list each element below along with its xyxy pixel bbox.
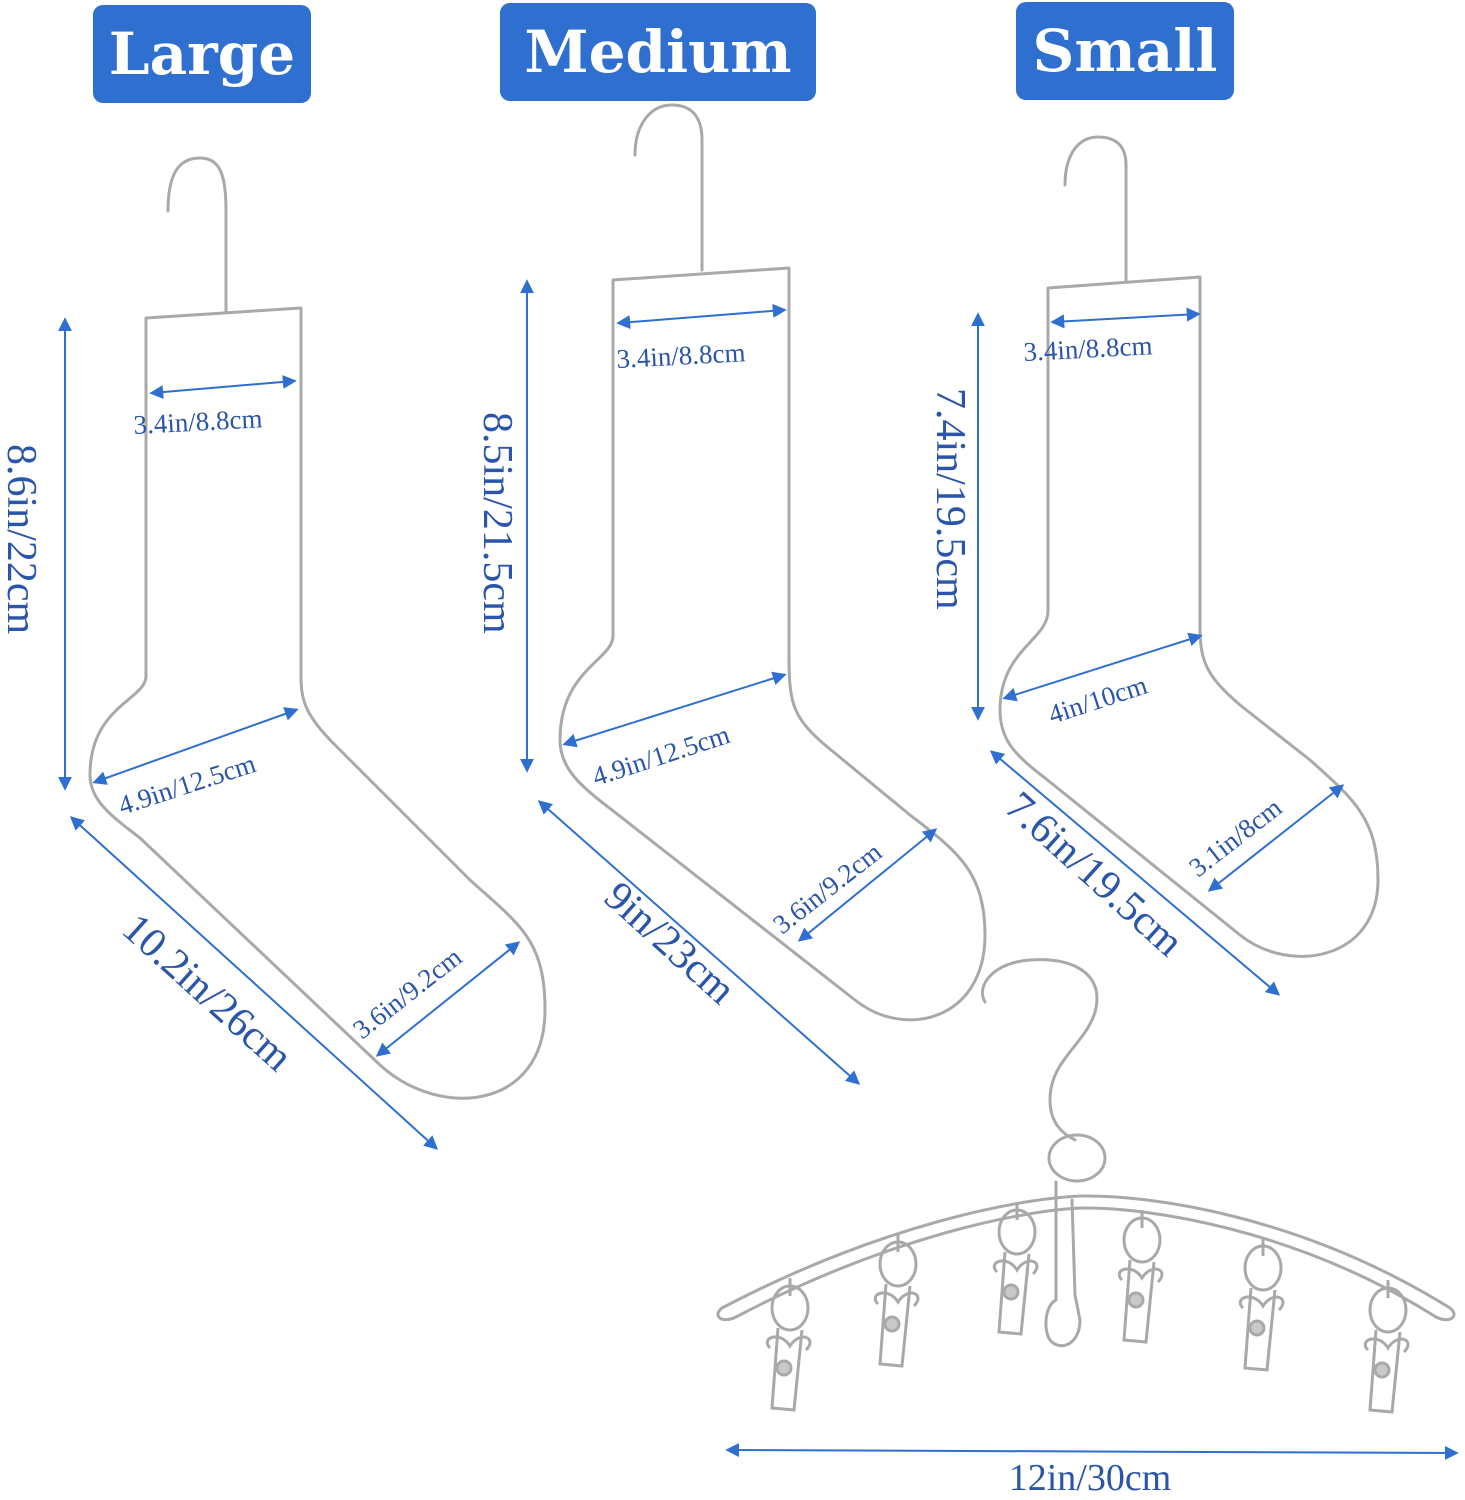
small-heel-width-label: 4in/10cm [1045, 670, 1151, 730]
medium-toe-width-label: 3.6in/9.2cm [767, 837, 887, 940]
medium-height-label: 8.5in/21.5cm [474, 412, 520, 634]
medium-top-width-arrow [616, 303, 787, 330]
hanger-left-end [716, 1306, 738, 1322]
hanger-clip [874, 1234, 920, 1368]
medium-heel-width-arrow [562, 671, 787, 748]
medium-top-width-label: 3.4in/8.8cm [616, 337, 746, 374]
hanger-hook [980, 958, 1099, 1142]
labels-large: 3.4in/8.8cm 8.6in/22cm 4.9in/12.5cm 10.2… [0, 403, 467, 1081]
medium-toe-width-arrow [797, 828, 938, 942]
hanger-clip [1118, 1210, 1164, 1344]
hanger-clip [766, 1278, 812, 1412]
size-badge-small: Small [1016, 2, 1234, 100]
hanger-clip [1239, 1238, 1285, 1372]
large-top-width-label: 3.4in/8.8cm [133, 403, 263, 440]
medium-foot-length-arrow [537, 800, 861, 1085]
small-top-width-label: 3.4in/8.8cm [1023, 330, 1153, 367]
dimension-hanger: 12in/30cm [725, 1443, 1459, 1499]
large-foot-length-label: 10.2in/26cm [113, 905, 301, 1081]
hanger-right-end [1434, 1306, 1456, 1322]
clip-hanger [716, 958, 1456, 1348]
hanger-width-arrow [725, 1443, 1459, 1460]
dimensions-large [58, 317, 521, 1150]
large-toe-width-label: 3.6in/9.2cm [347, 942, 467, 1045]
dimensions-medium [520, 279, 938, 1085]
hanger-clip [993, 1202, 1039, 1336]
hanger-center-hook [1044, 1180, 1082, 1348]
size-badge-medium: Medium [500, 3, 816, 101]
large-foot-length-arrow [69, 816, 439, 1150]
small-toe-width-arrow [1207, 784, 1345, 892]
small-heel-width-arrow [1002, 632, 1203, 702]
hanger-bar-bottom [734, 1206, 1438, 1319]
large-toe-width-arrow [375, 941, 521, 1057]
dimensions-small [971, 307, 1345, 996]
hanger-clip [1364, 1280, 1410, 1414]
hanger-ring [1047, 1133, 1107, 1183]
large-heel-width-label: 4.9in/12.5cm [115, 748, 260, 821]
large-heel-width-arrow [92, 707, 299, 785]
small-foot-length-arrow [989, 750, 1281, 996]
large-top-width-arrow [149, 374, 297, 400]
hanger-width-label: 12in/30cm [1009, 1457, 1172, 1499]
size-badge-large: Large [93, 5, 311, 103]
hanger-bar-top [720, 1194, 1452, 1310]
hanger-clips [766, 1202, 1410, 1414]
small-top-width-arrow [1050, 307, 1201, 329]
sock-blocker-small [998, 135, 1380, 958]
large-height-label: 8.6in/22cm [0, 444, 44, 634]
labels-medium: 3.4in/8.8cm 8.5in/21.5cm 4.9in/12.5cm 9i… [474, 337, 887, 1014]
small-height-label: 7.4in/19.5cm [927, 388, 973, 610]
